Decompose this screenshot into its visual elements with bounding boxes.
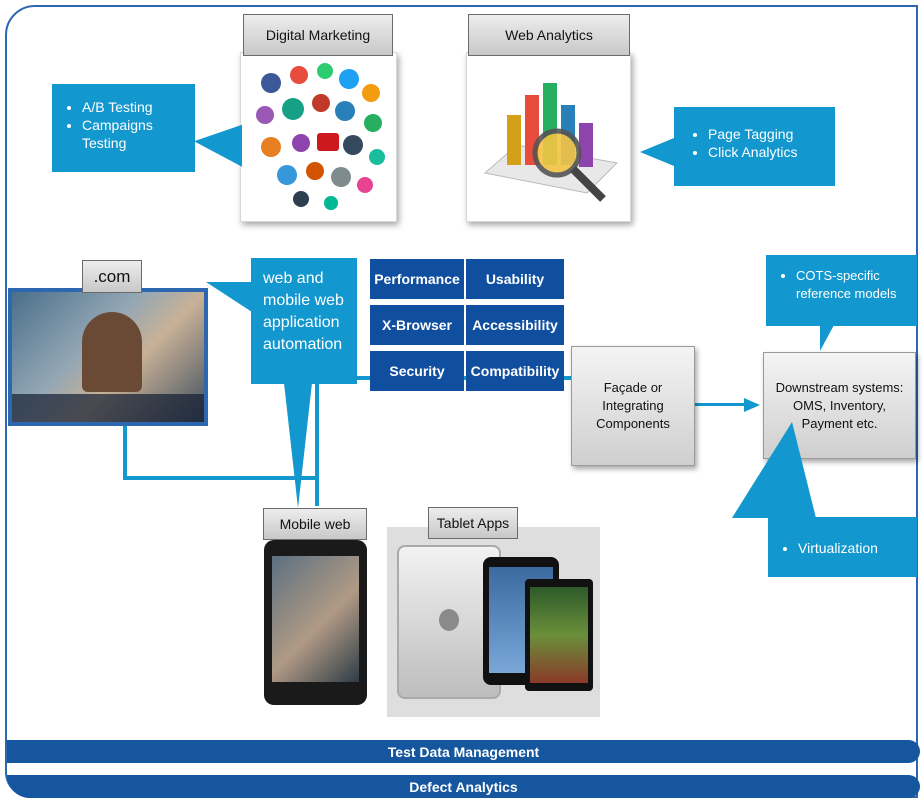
cots-callout: COTS-specific reference models [766,255,917,326]
connector-dotcom-down [123,425,127,480]
dotcom-label: .com [82,260,142,293]
automation-callout-text: web and mobile web application automatio… [263,270,344,353]
connector-facade-downstream [695,403,745,406]
page-tagging-item: Page Tagging [708,125,825,143]
mobile-phone-image [264,540,367,705]
tablet-apps-label: Tablet Apps [428,507,518,539]
compatibility-box: Compatibility [466,351,564,391]
automation-pointer-down [284,383,312,508]
phone-screen-icon [272,556,359,682]
connector-mobile-up [315,376,319,506]
analytics-callout: Page Tagging Click Analytics [674,107,835,186]
accessibility-box: Accessibility [466,305,564,345]
defect-analytics-bar: Defect Analytics [7,775,920,798]
android-tablet-icon [525,579,593,691]
marketing-callout: A/B Testing Campaigns Testing [52,84,195,172]
click-analytics-item: Click Analytics [708,143,825,161]
ab-testing-item: A/B Testing [82,98,185,116]
virtualization-item: Virtualization [798,539,911,557]
performance-box: Performance [370,259,464,299]
automation-callout: web and mobile web application automatio… [251,258,357,384]
web-analytics-label: Web Analytics [468,14,630,56]
analytics-chart-icon [483,83,619,202]
cots-item: COTS-specific reference models [796,267,911,303]
virtualization-callout: Virtualization [768,517,917,577]
facade-box: Façade or Integrating Components [571,346,695,466]
usability-box: Usability [466,259,564,299]
mobile-web-label: Mobile web [263,508,367,540]
digital-marketing-label: Digital Marketing [243,14,393,56]
woman-photo-icon [82,312,142,392]
cots-pointer [820,325,834,351]
tablet-apps-image [387,527,600,717]
test-data-management-bar: Test Data Management [7,740,920,763]
analytics-callout-pointer [640,138,674,166]
connector-bottom-horizontal [123,476,319,480]
web-analytics-image [466,52,631,222]
digital-marketing-image [240,52,397,222]
downstream-box: Downstream systems: OMS, Inventory, Paym… [763,352,916,459]
x-browser-box: X-Browser [370,305,464,345]
security-box: Security [370,351,464,391]
arrowhead-downstream [744,398,760,412]
campaigns-testing-item: Campaigns Testing [82,116,185,152]
automation-pointer-left [206,282,252,312]
dotcom-screenshot [8,288,208,426]
social-icons-cloud-icon [256,63,385,210]
